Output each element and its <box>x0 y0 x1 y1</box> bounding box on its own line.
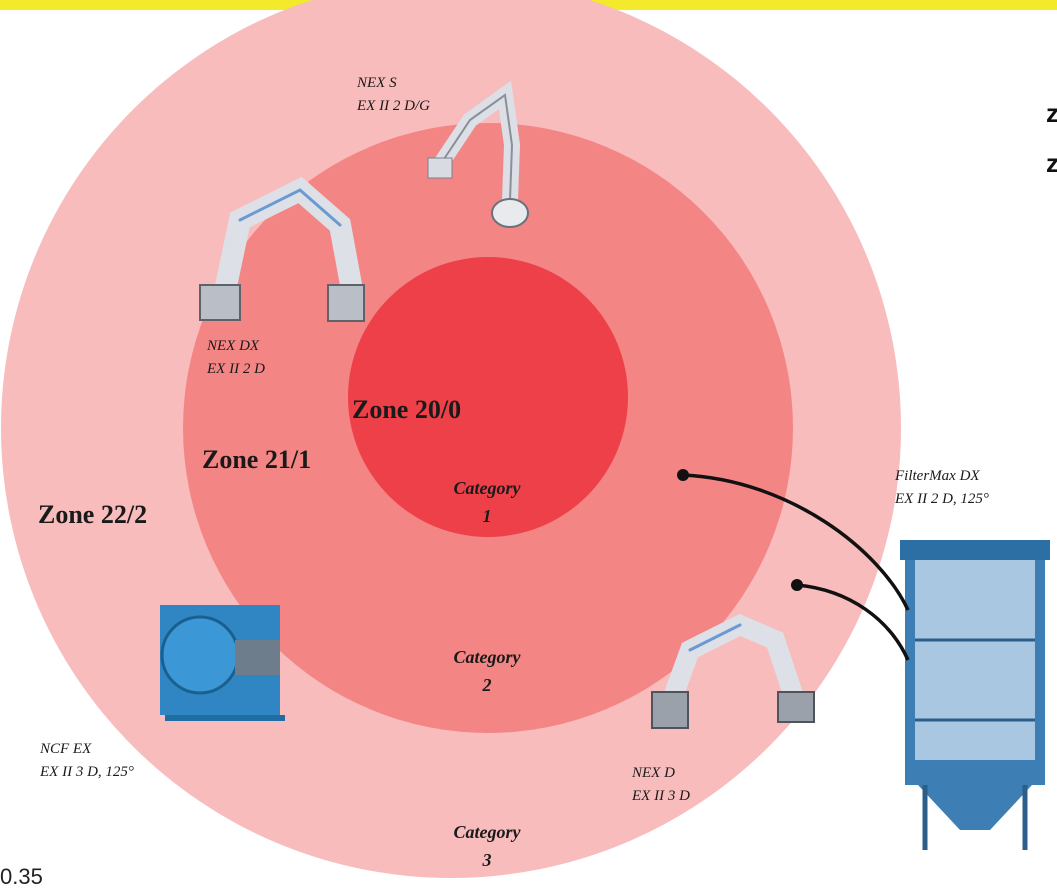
connector-dot-middle-zone <box>677 469 689 481</box>
category-2-line2: 2 <box>482 675 492 695</box>
category-3-line1: Category <box>453 822 521 842</box>
category-1-line2: 1 <box>482 506 492 526</box>
nex-s-arm-image <box>427 80 529 228</box>
page-number: 0.35 <box>0 864 43 889</box>
category-1-line1: Category <box>453 478 521 498</box>
nex-dx-name: NEX DX <box>207 338 260 354</box>
nex-d-label: NEX D EX II 3 D <box>632 762 690 808</box>
connector-line-middle-zone <box>682 473 910 611</box>
nex-dx-arm-image <box>199 176 365 322</box>
filtermax-name: FilterMax DX <box>895 468 980 484</box>
zone-outer-label: Zone 22/2 <box>38 500 148 529</box>
nex-d-name: NEX D <box>632 765 675 781</box>
filtermax-dx-image <box>900 540 1050 850</box>
ncf-ex-rating: EX II 3 D, 125° <box>40 764 134 780</box>
nex-dx-rating: EX II 2 D <box>207 361 265 377</box>
ncf-ex-fan-image <box>160 605 285 721</box>
connector-dot-outer-zone <box>791 579 803 591</box>
filtermax-rating: EX II 2 D, 125° <box>895 491 989 507</box>
connector-line-outer-zone <box>796 583 910 661</box>
nex-s-name: NEX S <box>357 75 397 91</box>
category-3-line2: 3 <box>482 850 492 870</box>
nex-d-arm-image <box>651 613 815 729</box>
category-3-label: Category 3 <box>417 818 557 874</box>
zone-inner-label: Zone 20/0 <box>352 395 462 424</box>
category-1-label: Category 1 <box>417 474 557 530</box>
ncf-ex-label: NCF EX EX II 3 D, 125° <box>40 738 134 784</box>
side-text-fragment-2: z <box>1046 148 1057 178</box>
nex-s-label: NEX S EX II 2 D/G <box>357 72 430 118</box>
filtermax-label: FilterMax DX EX II 2 D, 125° <box>895 465 989 511</box>
category-2-line1: Category <box>453 647 521 667</box>
side-text-fragment-1: z <box>1046 98 1057 128</box>
category-2-label: Category 2 <box>417 643 557 699</box>
zone-middle-label: Zone 21/1 <box>202 445 312 474</box>
nex-d-rating: EX II 3 D <box>632 788 690 804</box>
nex-s-rating: EX II 2 D/G <box>357 98 430 114</box>
nex-dx-label: NEX DX EX II 2 D <box>207 335 265 381</box>
ncf-ex-name: NCF EX <box>40 741 92 757</box>
zone-inner-circle <box>348 257 628 537</box>
